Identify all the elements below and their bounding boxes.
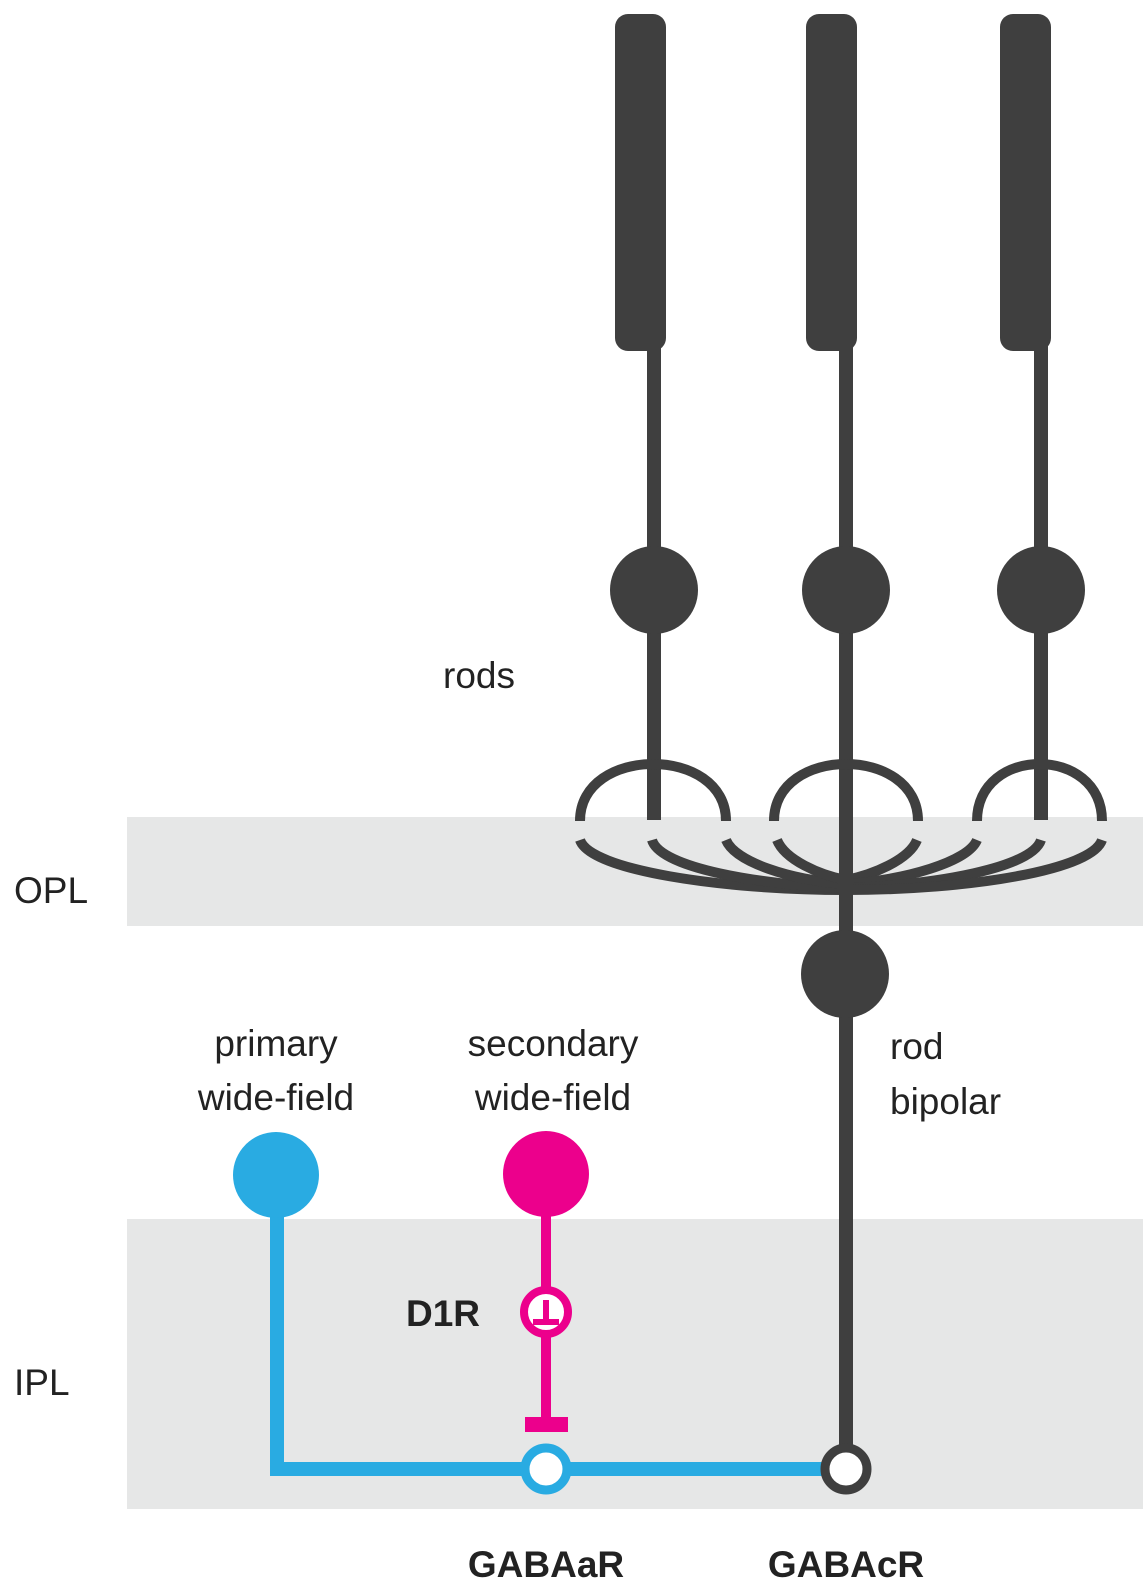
primary-wide-field-label-line-1: primary [214, 1023, 338, 1064]
dendrite-5 [844, 837, 922, 885]
primary-wide-field-cell [233, 1132, 824, 1495]
rod-2-spherule [769, 759, 923, 822]
secondary-wide-field-cell [503, 1131, 589, 1432]
secondary-wide-field-label-line-1: secondary [468, 1023, 639, 1064]
rod-1-outer-segment [615, 14, 666, 351]
secondary-wide-field-label-line-2: wide-field [474, 1077, 631, 1118]
secondary-wide-field-soma [503, 1131, 589, 1217]
rod-cells [610, 14, 1085, 820]
d1r-label: D1R [406, 1293, 480, 1334]
ipl-label: IPL [14, 1362, 70, 1403]
rod-bipolar-label-line-1: rod [890, 1026, 943, 1067]
gabaa-receptor-symbol [520, 1443, 572, 1495]
primary-wide-field-label-line-2: wide-field [197, 1077, 354, 1118]
dendrite-4 [772, 837, 848, 885]
primary-wide-field-process [270, 1175, 824, 1476]
ipl-band [127, 1219, 1143, 1509]
rods-label: rods [443, 655, 515, 696]
primary-wide-field-soma [233, 1132, 319, 1218]
rod-3 [997, 14, 1085, 820]
rod-bipolar-dendrites [575, 837, 1107, 895]
gabac-receptor-label: GABAcR [768, 1544, 924, 1585]
rod-bipolar-cell [801, 820, 889, 1452]
rod-2-soma [802, 546, 890, 634]
rod-3-soma [997, 546, 1085, 634]
dendrite-8 [845, 837, 1107, 895]
rod-3-outer-segment [1000, 14, 1051, 351]
opl-label: OPL [14, 870, 88, 911]
rod-bipolar-soma [801, 930, 889, 1018]
inhibitory-synapse-bar [525, 1417, 568, 1432]
gabac-receptor-symbol [820, 1443, 872, 1495]
dendrite-3 [721, 837, 847, 889]
rod-1-spherule [575, 759, 731, 822]
rod-2 [802, 14, 890, 820]
rod-1 [610, 14, 698, 820]
dendrite-2 [647, 837, 847, 893]
rod-spherules [575, 759, 1107, 822]
gabaa-receptor-label: GABAaR [468, 1544, 624, 1585]
rod-3-spherule [972, 759, 1107, 822]
rod-2-outer-segment [806, 14, 857, 351]
rod-1-soma [610, 546, 698, 634]
dendrite-6 [845, 837, 982, 889]
rod-bipolar-label-line-2: bipolar [890, 1081, 1001, 1122]
